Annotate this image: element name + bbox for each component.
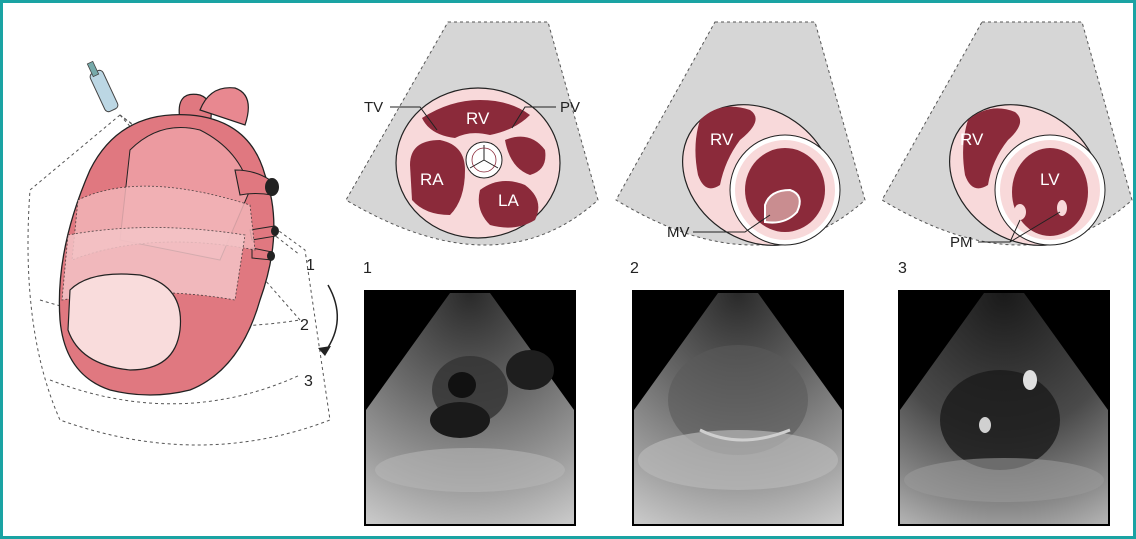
chamber-label-lv: LV [1040,170,1060,189]
chamber-label-la: LA [498,191,519,210]
vessel-opening-icon [265,178,279,196]
panel-1: RV RA LA TV PV 1 [346,22,598,526]
rotation-arrow-icon [325,285,337,352]
chamber-lv [1012,148,1088,236]
panel-number-1: 1 [363,260,372,277]
panel-3: RV LV PM 3 [882,22,1132,526]
heart-illustration: 1 2 3 [28,61,337,445]
callout-tv: TV [364,99,383,116]
panel-number-3: 3 [898,260,907,277]
chamber-label-ra: RA [420,170,444,189]
callout-mv: MV [667,224,690,241]
level-label-1: 1 [306,257,315,274]
callout-pm: PM [950,234,973,251]
level-label-2: 2 [300,317,309,334]
chamber-label-rv: RV [710,130,734,149]
echo-image-1 [364,290,576,526]
chamber-label-rv: RV [960,130,984,149]
panel-2: RV MV 2 [616,22,865,526]
panel-number-2: 2 [630,260,639,277]
callout-pv: PV [560,99,580,116]
ultrasound-probe-icon [87,61,119,113]
level-label-3: 3 [304,373,313,390]
papillary-muscle [1057,200,1067,216]
echo-image-2 [632,290,844,526]
echo-image-3 [898,290,1110,526]
chamber-label-rv: RV [466,109,490,128]
papillary-muscle [1014,204,1026,220]
